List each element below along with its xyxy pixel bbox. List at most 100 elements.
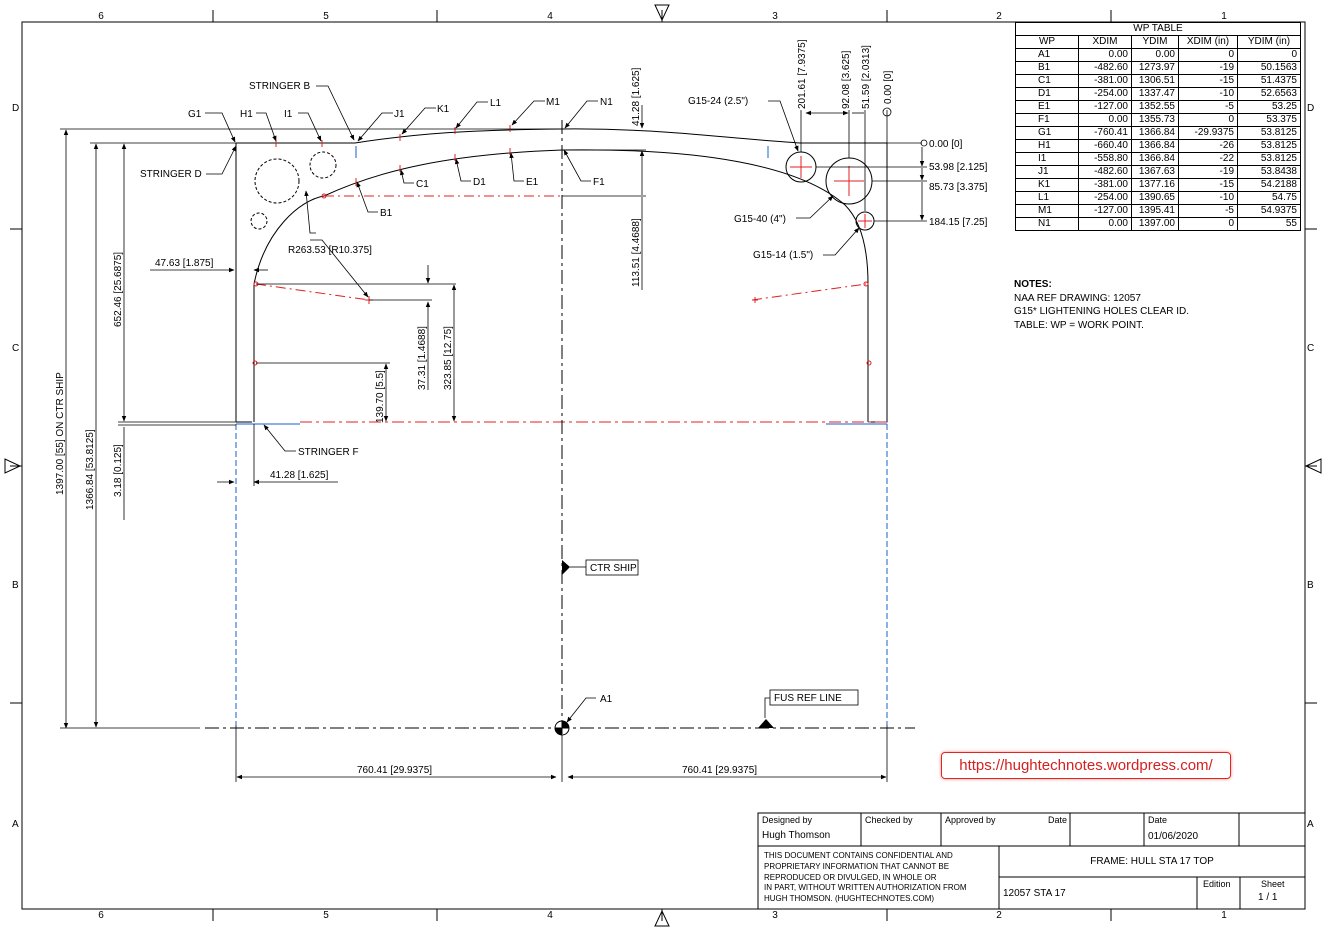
red-centerlines: [252, 125, 887, 423]
zone-top-2: 2: [996, 11, 1002, 22]
wp-cell: 1337.47: [1131, 87, 1179, 101]
col-xdim-in: XDIM (in): [1178, 35, 1238, 49]
wp-cell: 54.2188: [1237, 178, 1301, 192]
hole-crosshairs: [790, 156, 872, 228]
wp-cell: 0.00: [1131, 48, 1179, 62]
wp-cell: 53.8125: [1237, 152, 1301, 166]
wp-cell: -127.00: [1078, 204, 1132, 218]
drawing-frame: [4, 4, 1322, 927]
wp-cell: 50.1563: [1237, 61, 1301, 75]
label-g15-14: G15-14 (1.5"): [753, 250, 813, 261]
wp-cell: J1: [1015, 165, 1079, 179]
zone-left-c: C: [12, 343, 19, 354]
confidential-line-3: REPRODUCED OR DIVULGED, IN WHOLE OR: [764, 873, 937, 882]
wp-cell: 52.6563: [1237, 87, 1301, 101]
notes-header: NOTES:: [1014, 279, 1052, 290]
confidential-line-4: IN PART, WITHOUT WRITTEN AUTHORIZATION F…: [764, 883, 967, 892]
dim-41-28-h: 41.28 [1.625]: [270, 470, 329, 481]
wp-cell: D1: [1015, 87, 1079, 101]
fus-ref-flag-icon: [758, 719, 774, 728]
wp-cell: 1397.00: [1131, 217, 1179, 231]
leaders: [205, 85, 860, 723]
wp-cell: 0: [1178, 48, 1238, 62]
wp-cell: 0: [1237, 48, 1301, 62]
wp-cell: -660.40: [1078, 139, 1132, 153]
wp-cell: M1: [1015, 204, 1079, 218]
confidential-line-1: THIS DOCUMENT CONTAINS CONFIDENTIAL AND: [764, 851, 953, 860]
dim-47-63: 47.63 [1.875]: [155, 258, 214, 269]
zone-top-3: 3: [772, 11, 778, 22]
notes: NOTES: NAA REF DRAWING: 12057 G15* LIGHT…: [1014, 278, 1189, 332]
wp-table: WP TABLE WP XDIM YDIM XDIM (in) YDIM (in…: [1015, 22, 1301, 231]
dim-201-61: 201.61 [7.9375]: [797, 39, 808, 109]
label-a1: A1: [600, 694, 613, 705]
col-ydim-in: YDIM (in): [1237, 35, 1301, 49]
zone-right-d: D: [1307, 103, 1314, 114]
dim-92-08: 92.08 [3.625]: [841, 50, 852, 109]
note-line-2: G15* LIGHTENING HOLES CLEAR ID.: [1014, 306, 1190, 317]
wp-cell: 1355.73: [1131, 113, 1179, 127]
wp-cell: 55: [1237, 217, 1301, 231]
wp-cell: -5: [1178, 204, 1238, 218]
label-stringer-f: STRINGER F: [298, 447, 359, 458]
wp-cell: 1306.51: [1131, 74, 1179, 88]
wp-cell: -127.00: [1078, 100, 1132, 114]
title-block: [757, 812, 1306, 910]
zone-right-c: C: [1307, 343, 1314, 354]
wp-cell: 1366.84: [1131, 152, 1179, 166]
wp-cell: A1: [1015, 48, 1079, 62]
dim-323-85: 323.85 [12.75]: [443, 326, 454, 390]
dim-760-right: 760.41 [29.9375]: [682, 765, 757, 776]
wp-cell: 1366.84: [1131, 126, 1179, 140]
wp-cell: F1: [1015, 113, 1079, 127]
wp-cell: -19: [1178, 61, 1238, 75]
wp-cell: -10: [1178, 87, 1238, 101]
wp-cell: -482.60: [1078, 165, 1132, 179]
confidential-line-5: HUGH THOMSON. (HUGHTECHNOTES.COM): [764, 894, 935, 903]
zone-bottom-4: 4: [547, 910, 553, 921]
lightening-hole-1: [254, 158, 300, 204]
center-lines: [205, 120, 915, 736]
inner-contour: [253, 149, 869, 422]
wp-cell: H1: [1015, 139, 1079, 153]
blog-url-link[interactable]: https://hughtechnotes.wordpress.com/: [941, 752, 1231, 779]
wp-cell: -482.60: [1078, 61, 1132, 75]
wp-cell: 1395.41: [1131, 204, 1179, 218]
wp-cell: 53.375: [1237, 113, 1301, 127]
wp-cell: 51.4375: [1237, 74, 1301, 88]
label-stringer-d: STRINGER D: [140, 169, 202, 180]
wp-cell: 1377.16: [1131, 178, 1179, 192]
a1-marker: [555, 721, 569, 735]
checked-by-label: Checked by: [865, 815, 913, 825]
dim-85-73: 85.73 [3.375]: [929, 182, 988, 193]
wp-cell: 53.8125: [1237, 139, 1301, 153]
zone-left-d: D: [12, 103, 19, 114]
dim-3-18: 3.18 [0.125]: [113, 444, 124, 497]
blue-reference-lines: [235, 146, 888, 725]
drawing-title: FRAME: HULL STA 17 TOP: [1090, 856, 1214, 867]
wp-cell: 1390.65: [1131, 191, 1179, 205]
zone-right-a: A: [1307, 819, 1314, 830]
label-g15-40: G15-40 (4"): [734, 214, 786, 225]
dim-139-70: 139.70 [5.5]: [375, 370, 386, 423]
zone-bottom-2: 2: [996, 910, 1002, 921]
dim-0-00-v: 0.00 [0]: [883, 70, 894, 104]
label-d1: D1: [473, 177, 486, 188]
zone-top-5: 5: [323, 11, 329, 22]
sheet-label: Sheet: [1261, 879, 1285, 889]
note-line-3: TABLE: WP = WORK POINT.: [1014, 319, 1144, 331]
confidential-line-2: PROPRIETARY INFORMATION THAT CANNOT BE: [764, 862, 950, 871]
wp-cell: -558.80: [1078, 152, 1132, 166]
frame-zone-labels: 6 5 4 3 2 1 6 5 4 3 2 1 D C B A D C B A: [12, 11, 1314, 921]
wp-cell: 1273.97: [1131, 61, 1179, 75]
dim-113-51: 113.51 [4.4688]: [631, 218, 642, 287]
label-b1: B1: [380, 208, 393, 219]
label-stringer-b: STRINGER B: [249, 81, 310, 92]
